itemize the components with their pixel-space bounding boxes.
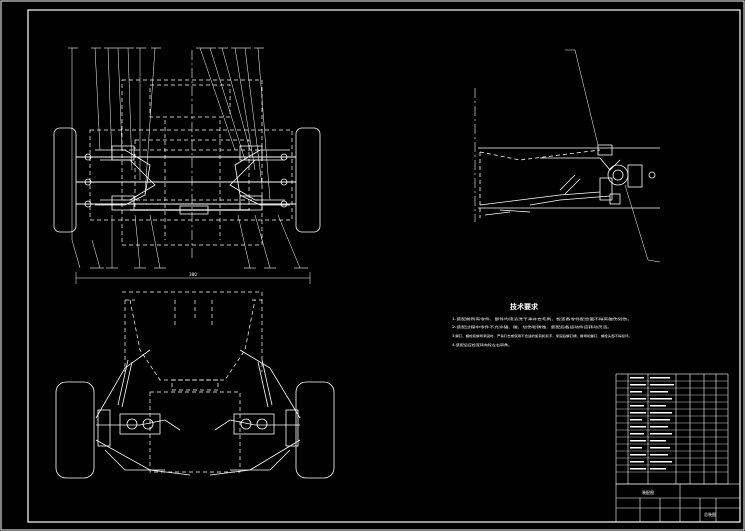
title-block-code: 总装图 bbox=[704, 511, 716, 517]
top-view-leaders bbox=[68, 47, 308, 269]
right-front-wheel bbox=[295, 127, 321, 233]
notes-title: 技术要求 bbox=[510, 302, 539, 311]
dimension-label: 380 bbox=[189, 272, 197, 277]
side-view bbox=[474, 88, 660, 222]
front-left-wheel bbox=[55, 381, 95, 479]
side-view-leaders bbox=[565, 49, 661, 263]
left-front-wheel bbox=[53, 127, 77, 233]
front-right-wheel bbox=[295, 381, 335, 479]
note-line-3: 3.螺钉、螺栓和螺母紧固时，严禁打击或使用不合适的旋具和扳手，紧固后螺钉槽、螺母… bbox=[452, 333, 632, 338]
note-line-2: 2.装配过程中零件不允许磕、碰、划伤和锈蚀，装配后各运动件应转动灵活。 bbox=[452, 324, 612, 329]
technical-notes: 技术要求 1.装配前所有零件，部件均须清洗干净并去毛刺，检查各零件配合面不得有碰… bbox=[452, 302, 632, 347]
note-line-1: 1.装配前所有零件，部件均须清洗干净并去毛刺，检查各零件配合面不得有碰伤划伤。 bbox=[452, 316, 632, 321]
title-block-name: 装配图 bbox=[642, 489, 654, 495]
inner-frame bbox=[27, 9, 741, 523]
top-view bbox=[53, 50, 321, 260]
top-view-dimension bbox=[75, 272, 311, 284]
note-line-4: 4.装配后应检查转向轮左右转角。 bbox=[452, 342, 512, 347]
title-block bbox=[615, 373, 741, 523]
front-view bbox=[55, 291, 335, 479]
parts-list-entries bbox=[630, 377, 674, 470]
